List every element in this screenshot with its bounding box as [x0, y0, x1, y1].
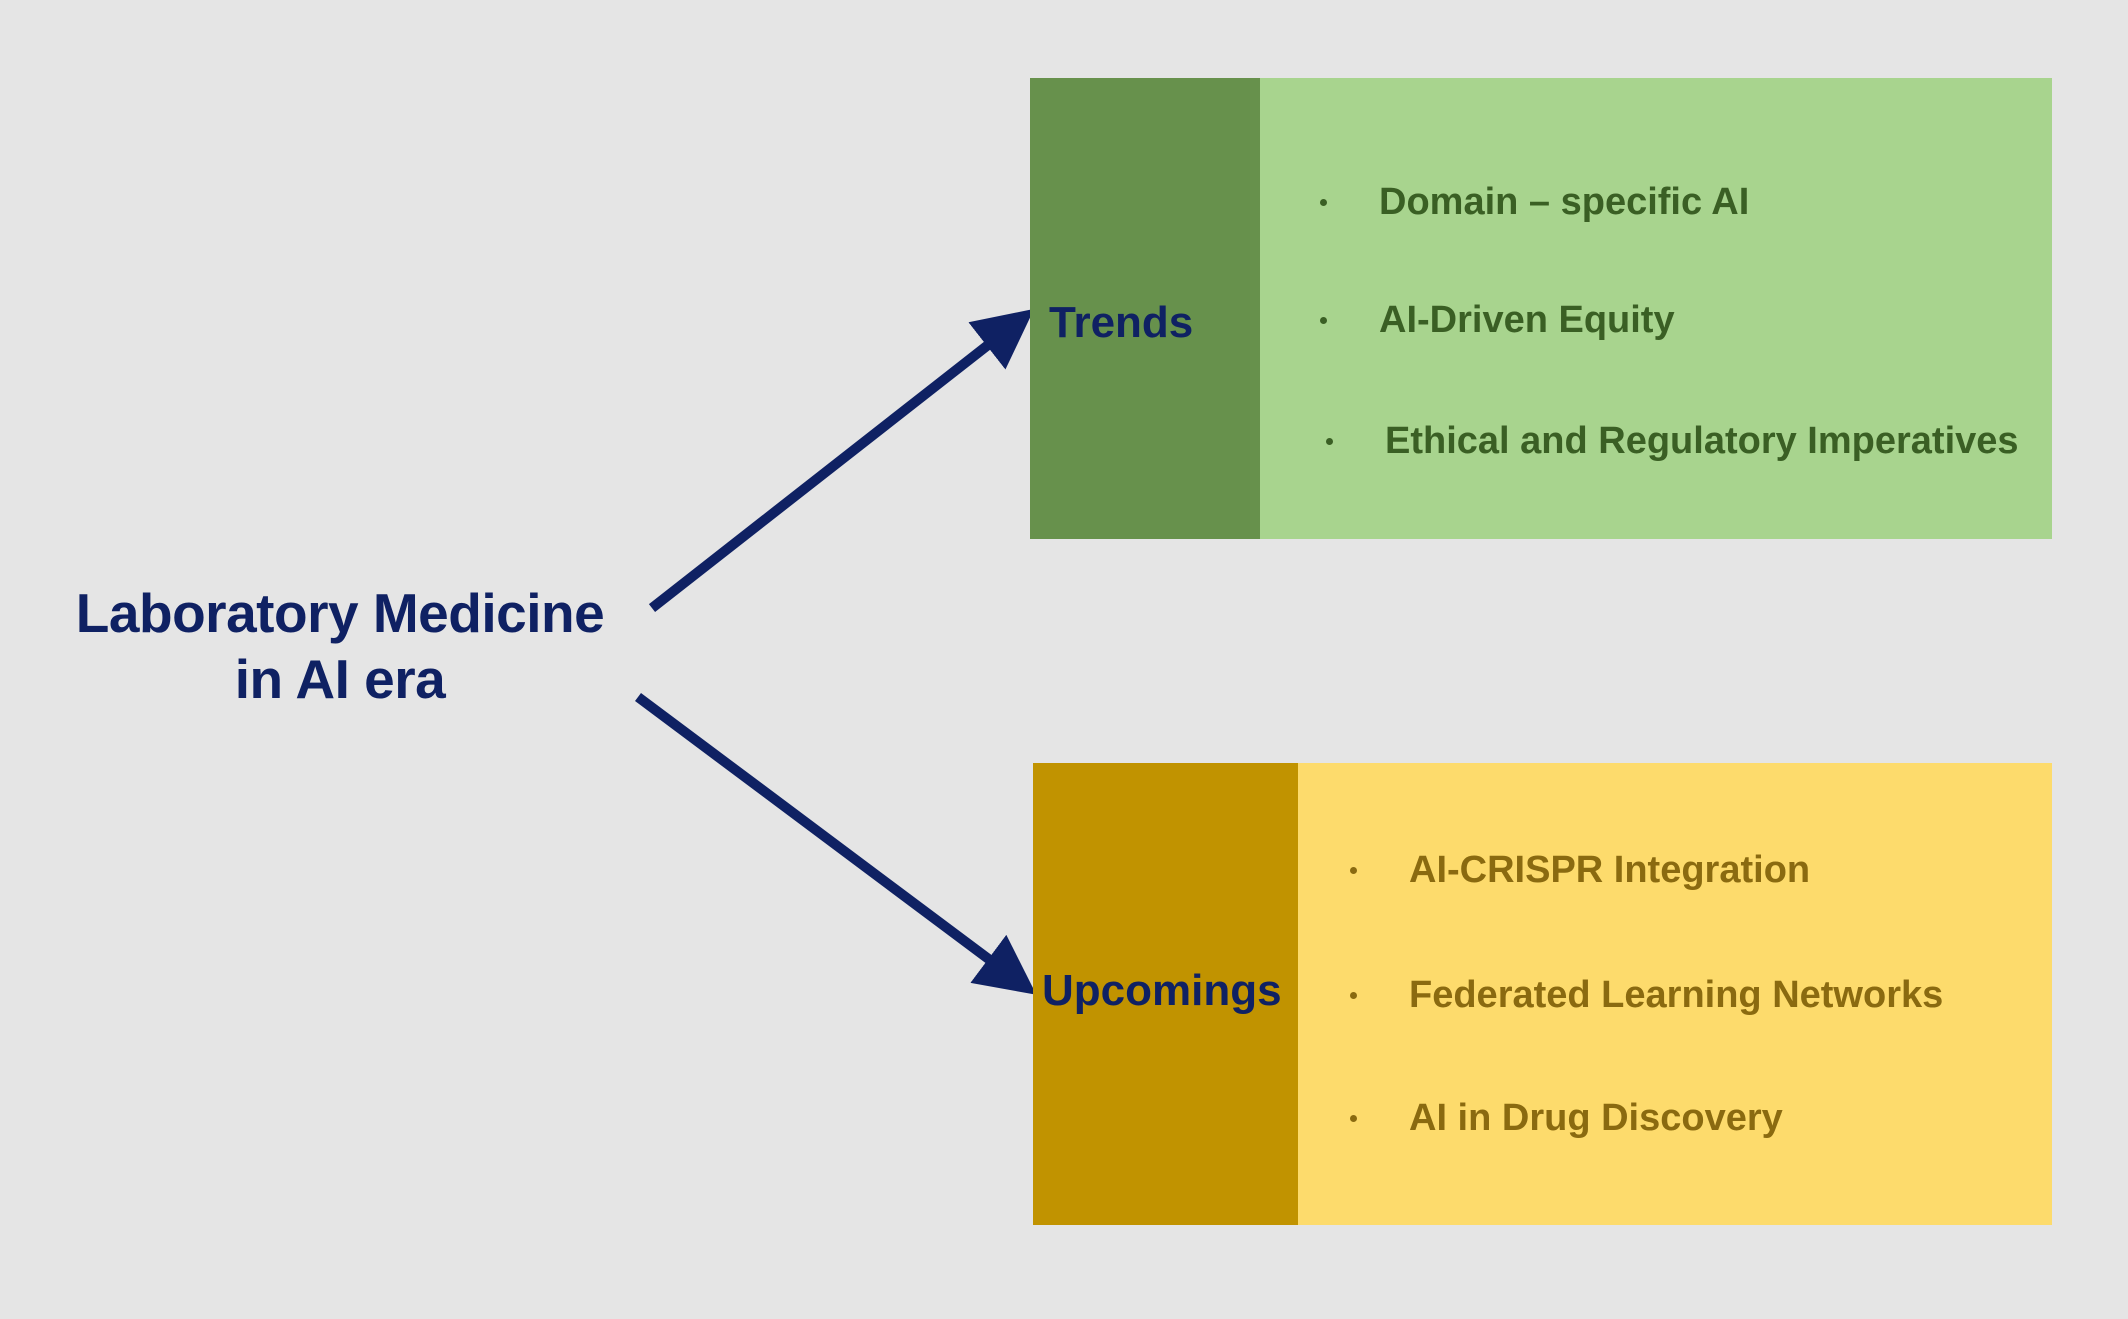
- upcomings-item-text: AI in Drug Discovery: [1409, 1097, 1783, 1139]
- center-title-line-2: in AI era: [234, 648, 446, 710]
- trends-item-text: Domain – specific AI: [1379, 181, 1750, 223]
- trends-item: AI-Driven Equity: [1320, 299, 1675, 342]
- trends-items-column: Domain – specific AI AI-Driven Equity Et…: [1260, 78, 2052, 539]
- bullet-icon: [1350, 992, 1357, 999]
- upcomings-item-text: Federated Learning Networks: [1409, 974, 1944, 1016]
- trends-label: Trends: [1049, 298, 1194, 347]
- trends-label-column: Trends: [1030, 78, 1260, 539]
- arrow-to-upcomings: [635, 692, 1037, 995]
- trends-item-text: AI-Driven Equity: [1379, 299, 1675, 341]
- arrow-to-trends: [648, 308, 1035, 612]
- center-title-line-1: Laboratory Medicine: [75, 582, 605, 644]
- bullet-icon: [1350, 1115, 1357, 1122]
- upcomings-panel: Upcomings AI-CRISPR Integration Federate…: [1033, 763, 2052, 1225]
- upcomings-item-text: AI-CRISPR Integration: [1409, 849, 1811, 891]
- upcomings-item: AI in Drug Discovery: [1350, 1097, 1783, 1140]
- bullet-icon: [1350, 867, 1357, 874]
- bullet-icon: [1326, 438, 1333, 445]
- bullet-icon: [1320, 317, 1327, 324]
- upcomings-items-column: AI-CRISPR Integration Federated Learning…: [1298, 763, 2052, 1225]
- upcomings-label-column: Upcomings: [1033, 763, 1298, 1225]
- bullet-icon: [1320, 199, 1327, 206]
- center-title: Laboratory Medicine in AI era: [40, 580, 640, 712]
- trends-item-text: Ethical and Regulatory Imperatives: [1385, 420, 2019, 462]
- trends-panel: Trends Domain – specific AI AI-Driven Eq…: [1030, 78, 2052, 539]
- upcomings-label: Upcomings: [1042, 966, 1282, 1015]
- trends-item: Ethical and Regulatory Imperatives: [1326, 420, 2019, 463]
- upcomings-item: Federated Learning Networks: [1350, 974, 1943, 1017]
- upcomings-item: AI-CRISPR Integration: [1350, 849, 1810, 892]
- trends-item: Domain – specific AI: [1320, 181, 1749, 224]
